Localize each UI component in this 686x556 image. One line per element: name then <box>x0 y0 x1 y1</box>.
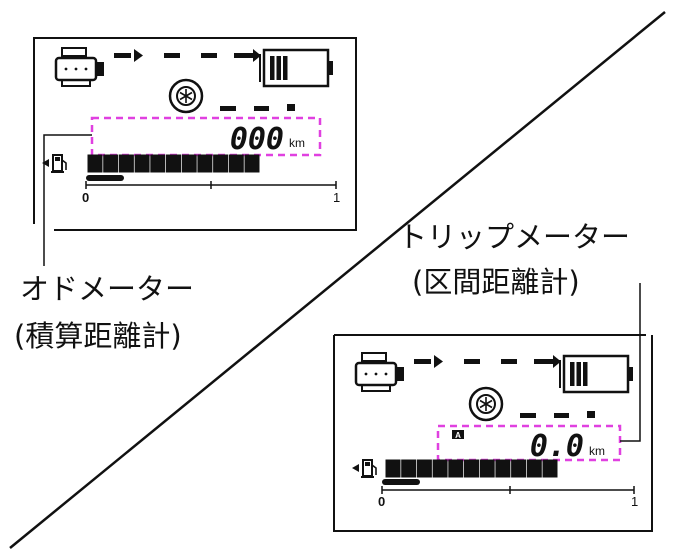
engine-icon <box>54 47 104 87</box>
gauge-scale <box>85 175 337 189</box>
segment-dashes <box>220 104 295 111</box>
fuel-segment <box>213 154 229 173</box>
fuel-segment <box>385 459 401 478</box>
fuel-segment <box>542 459 558 478</box>
fuel-segment <box>244 154 260 173</box>
odometer-panel: 000 km 0 1 <box>33 37 357 266</box>
odometer-unit: km <box>289 136 305 150</box>
tripmeter-title: トリップメーター <box>398 220 630 254</box>
odometer-leader-line <box>43 134 92 266</box>
fuel-segment <box>150 154 166 173</box>
wheel-icon <box>468 386 504 422</box>
battery-icon <box>259 48 333 88</box>
gauge-scale <box>381 479 635 494</box>
fuel-segment <box>87 154 103 173</box>
diagonal-divider <box>9 11 666 549</box>
trip-a-badge: A <box>452 430 464 440</box>
fuel-segment <box>432 459 448 478</box>
wheel-icon <box>168 78 204 114</box>
fuel-segment <box>228 154 244 173</box>
fuel-segment <box>197 154 213 173</box>
fuel-segment <box>464 459 479 478</box>
fuel-pump-icon <box>42 154 67 173</box>
panel-frame <box>333 334 653 532</box>
fuel-segment <box>166 154 181 173</box>
battery-icon <box>559 354 633 394</box>
fuel-segment <box>401 459 417 478</box>
battery-cell <box>270 56 275 80</box>
energy-flow-indicator <box>414 355 561 368</box>
fuel-bar <box>87 154 260 173</box>
battery-cell <box>576 362 581 386</box>
tripmeter-unit: km <box>589 444 605 458</box>
fuel-segment <box>118 154 134 173</box>
fuel-segment <box>416 459 432 478</box>
battery-level <box>570 362 588 386</box>
odometer-highlight-box <box>90 116 322 157</box>
tripmeter-reading: 0.0 <box>530 429 584 464</box>
odometer-reading: 000 <box>230 122 284 157</box>
gauge-max-label: 1 <box>333 190 340 205</box>
fuel-segment <box>134 154 150 173</box>
gauge-min-label: 0 <box>82 190 89 205</box>
fuel-segment <box>526 459 542 478</box>
battery-cell <box>276 56 281 80</box>
fuel-segment <box>495 459 511 478</box>
tripmeter-subtitle: (区間距離計) <box>412 265 580 299</box>
fuel-segment <box>103 154 119 173</box>
odometer-title: オドメーター <box>20 272 194 306</box>
gauge-max-label: 1 <box>631 494 638 509</box>
energy-flow-indicator <box>114 49 261 62</box>
battery-cell <box>570 362 575 386</box>
fuel-segment <box>181 154 197 173</box>
fuel-segment <box>479 459 495 478</box>
tripmeter-leader-line <box>620 283 641 442</box>
panel-frame <box>33 37 357 231</box>
battery-level <box>270 56 288 80</box>
trip-badge-label: A <box>455 431 461 440</box>
fuel-segment <box>511 459 527 478</box>
odometer-subtitle: (積算距離計) <box>14 319 182 353</box>
battery-cell <box>583 362 588 386</box>
battery-cell <box>283 56 288 80</box>
fuel-bar <box>385 459 558 478</box>
fuel-segment <box>448 459 464 478</box>
segment-dashes <box>520 411 595 418</box>
fuel-pump-icon <box>352 459 377 478</box>
gauge-min-label: 0 <box>378 494 385 509</box>
tripmeter-panel: A 0.0 km 0 1 <box>333 283 653 532</box>
engine-icon <box>354 352 404 392</box>
